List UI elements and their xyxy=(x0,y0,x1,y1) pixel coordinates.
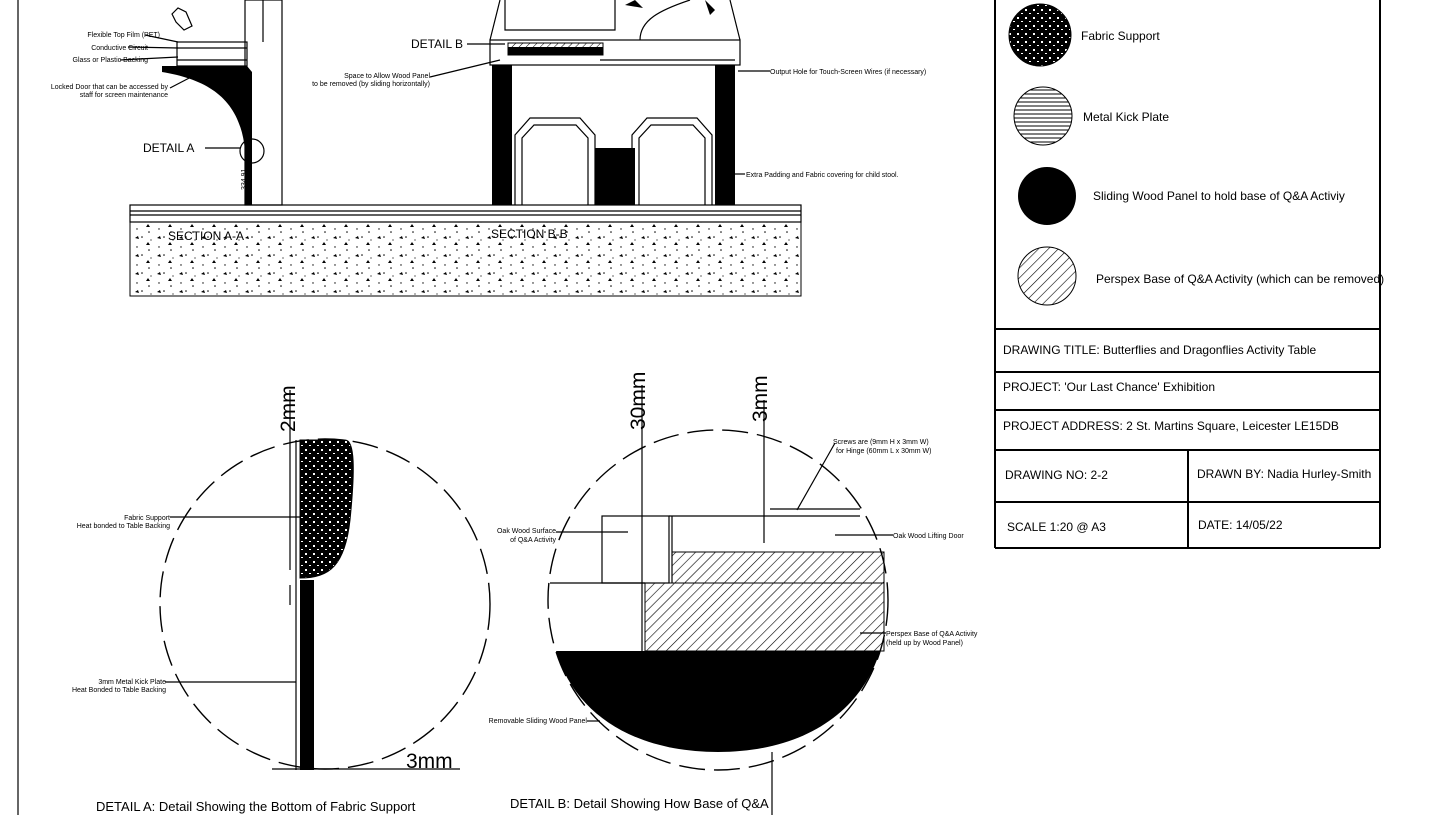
legend-panel: Fabric Support Metal Kick Plate Sliding … xyxy=(994,0,1384,548)
label-kick-plate: 3mm Metal Kick Plate xyxy=(98,679,166,686)
detail-b: 30mm 3mm Screws are (9mm H x 3mm W) for … xyxy=(489,372,978,815)
label-oak-door: Oak Wood Lifting Door xyxy=(893,533,964,540)
label-oak-surface-2: of Q&A Activity xyxy=(510,537,556,544)
label-kick-plate-2: Heat Bonded to Table Backing xyxy=(72,687,166,694)
label-sliding-panel: Removable Sliding Wood Panel xyxy=(489,718,588,725)
label-screws-2: for Hinge (60mm L x 30mm W) xyxy=(836,448,931,455)
dimension-label: 334.91 xyxy=(241,168,248,190)
label-space-wood-panel-2: to be removed (by sliding horizontally) xyxy=(312,81,430,88)
hand-pointer-icon xyxy=(171,7,193,31)
detail-b-callout: DETAIL B xyxy=(411,37,463,51)
legend-fabric-support: Fabric Support xyxy=(1081,29,1160,43)
label-perspex-base: Perspex Base of Q&A Activity xyxy=(886,631,978,638)
date: DATE: 14/05/22 xyxy=(1198,518,1283,532)
floor-slab: SECTION A-A SECTION B-B xyxy=(129,204,802,297)
label-top-film: Flexible Top Film (PET) xyxy=(87,32,160,39)
label-oak-surface: Oak Wood Surface xyxy=(497,528,556,535)
metal-kick-plate-swatch-icon xyxy=(1013,86,1073,146)
label-output-hole: Output Hole for Touch-Screen Wires (if n… xyxy=(770,69,926,76)
drawn-by: DRAWN BY: Nadia Hurley-Smith xyxy=(1197,467,1371,481)
title-block: DRAWING TITLE: Butterflies and Dragonfli… xyxy=(995,328,1380,549)
dimension-30mm: 30mm xyxy=(627,372,650,430)
section-a-a: Flexible Top Film (PET) Conductive Circu… xyxy=(51,0,283,206)
project-address: PROJECT ADDRESS: 2 St. Martins Square, L… xyxy=(1003,419,1339,433)
dimension-3mm: 3mm xyxy=(406,750,453,773)
legend-wood-panel: Sliding Wood Panel to hold base of Q&A A… xyxy=(1093,189,1345,203)
dimension-2mm: 2mm xyxy=(277,385,300,432)
label-locked-door-2: staff for screen maintenance xyxy=(80,92,168,99)
label-fabric-support-2: Heat bonded to Table Backing xyxy=(77,523,170,530)
label-extra-padding: Extra Padding and Fabric covering for ch… xyxy=(746,172,899,179)
detail-a-caption: DETAIL A: Detail Showing the Bottom of F… xyxy=(96,799,416,814)
detail-b-caption: DETAIL B: Detail Showing How Base of Q&A xyxy=(510,796,769,811)
section-b-b: DETAIL B Space to Allow Wood Panel to be… xyxy=(312,0,926,205)
label-perspex-base-2: (held up by Wood Panel) xyxy=(886,640,963,647)
label-space-wood-panel: Space to Allow Wood Panel xyxy=(344,73,430,80)
label-conductive-circuit: Conductive Circuit xyxy=(91,45,148,52)
drawing-title: DRAWING TITLE: Butterflies and Dragonfli… xyxy=(1003,343,1317,357)
wood-panel-swatch-icon xyxy=(1018,167,1076,225)
detail-a: 2mm 3mm Fabric Support Heat bonded to Ta… xyxy=(72,385,491,814)
label-screws: Screws are (9mm H x 3mm W) xyxy=(833,439,929,446)
section-a-title: SECTION A-A xyxy=(168,229,244,243)
label-fabric-support: Fabric Support xyxy=(124,515,170,522)
detail-a-callout: DETAIL A xyxy=(143,141,194,155)
label-locked-door: Locked Door that can be accessed by xyxy=(51,84,169,91)
legend-perspex: Perspex Base of Q&A Activity (which can … xyxy=(1096,272,1384,286)
drawing-number: DRAWING NO: 2-2 xyxy=(1005,468,1108,482)
legend-metal-kick-plate: Metal Kick Plate xyxy=(1083,110,1169,124)
scale: SCALE 1:20 @ A3 xyxy=(1007,520,1106,534)
project-name: PROJECT: 'Our Last Chance' Exhibition xyxy=(1003,380,1215,394)
label-backing: Glass or Plastic Backing xyxy=(73,57,149,64)
section-b-title: SECTION B-B xyxy=(491,227,568,241)
perspex-swatch-icon xyxy=(1017,246,1077,306)
dimension-3mm-b: 3mm xyxy=(749,375,772,422)
fabric-support-swatch-icon xyxy=(1008,3,1072,67)
